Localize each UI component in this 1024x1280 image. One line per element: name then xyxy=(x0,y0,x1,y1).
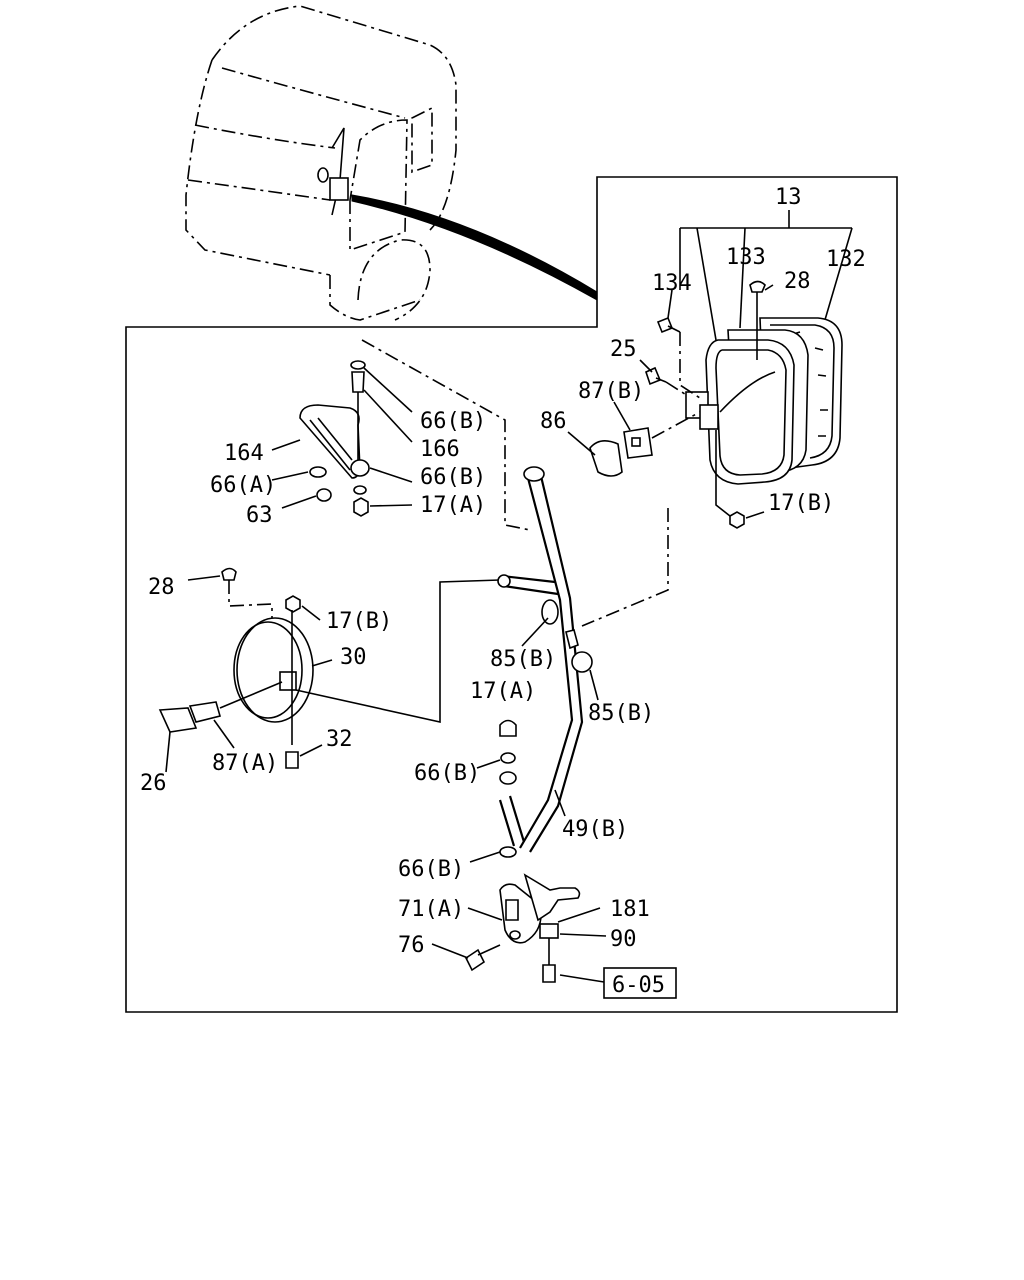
callout-71a: 71(A) xyxy=(398,897,464,922)
big-mirror-assembly xyxy=(581,210,853,627)
stay-rod-assembly xyxy=(497,466,593,858)
callout-32: 32 xyxy=(326,727,353,752)
callout-66b-3: 66(B) xyxy=(414,761,480,786)
callout-90: 90 xyxy=(610,927,637,952)
callout-133: 133 xyxy=(726,245,766,270)
callout-85b-2: 85(B) xyxy=(588,701,654,726)
callout-87b: 87(B) xyxy=(578,379,644,404)
callout-13: 13 xyxy=(775,185,802,210)
callout-49b: 49(B) xyxy=(562,817,628,842)
callout-87a: 87(A) xyxy=(212,751,278,776)
callout-164: 164 xyxy=(224,441,264,466)
callout-17b-right: 17(B) xyxy=(768,491,834,516)
callout-17a-2: 17(A) xyxy=(470,679,536,704)
callout-132: 132 xyxy=(826,247,866,272)
leader-lines xyxy=(165,284,774,999)
truck-cab-illustration xyxy=(185,5,598,321)
callout-28-top: 28 xyxy=(784,269,811,294)
callout-labels: 13 133 132 134 28 25 87(B) 86 17(B) 66(B… xyxy=(140,185,866,998)
callout-66b-4: 66(B) xyxy=(398,857,464,882)
callout-28-left: 28 xyxy=(148,575,175,600)
callout-66b-2: 66(B) xyxy=(420,465,486,490)
callout-66b-1: 66(B) xyxy=(420,409,486,434)
callout-181: 181 xyxy=(610,897,650,922)
callout-17a-1: 17(A) xyxy=(420,493,486,518)
callout-17b-left: 17(B) xyxy=(326,609,392,634)
callout-76: 76 xyxy=(398,933,425,958)
callout-85b-1: 85(B) xyxy=(490,647,556,672)
round-mirror-group xyxy=(158,567,501,769)
callout-26: 26 xyxy=(140,771,167,796)
reference-box-6-05[interactable]: 6-05 xyxy=(612,973,665,998)
callout-25: 25 xyxy=(610,337,637,362)
callout-86: 86 xyxy=(540,409,567,434)
callout-30: 30 xyxy=(340,645,367,670)
callout-63: 63 xyxy=(246,503,273,528)
upper-bracket-group xyxy=(299,339,531,531)
callout-166: 166 xyxy=(420,437,460,462)
diagram-frames xyxy=(125,176,898,1013)
base-bracket-group xyxy=(464,873,581,983)
callout-66a: 66(A) xyxy=(210,473,276,498)
callout-134: 134 xyxy=(652,271,692,296)
